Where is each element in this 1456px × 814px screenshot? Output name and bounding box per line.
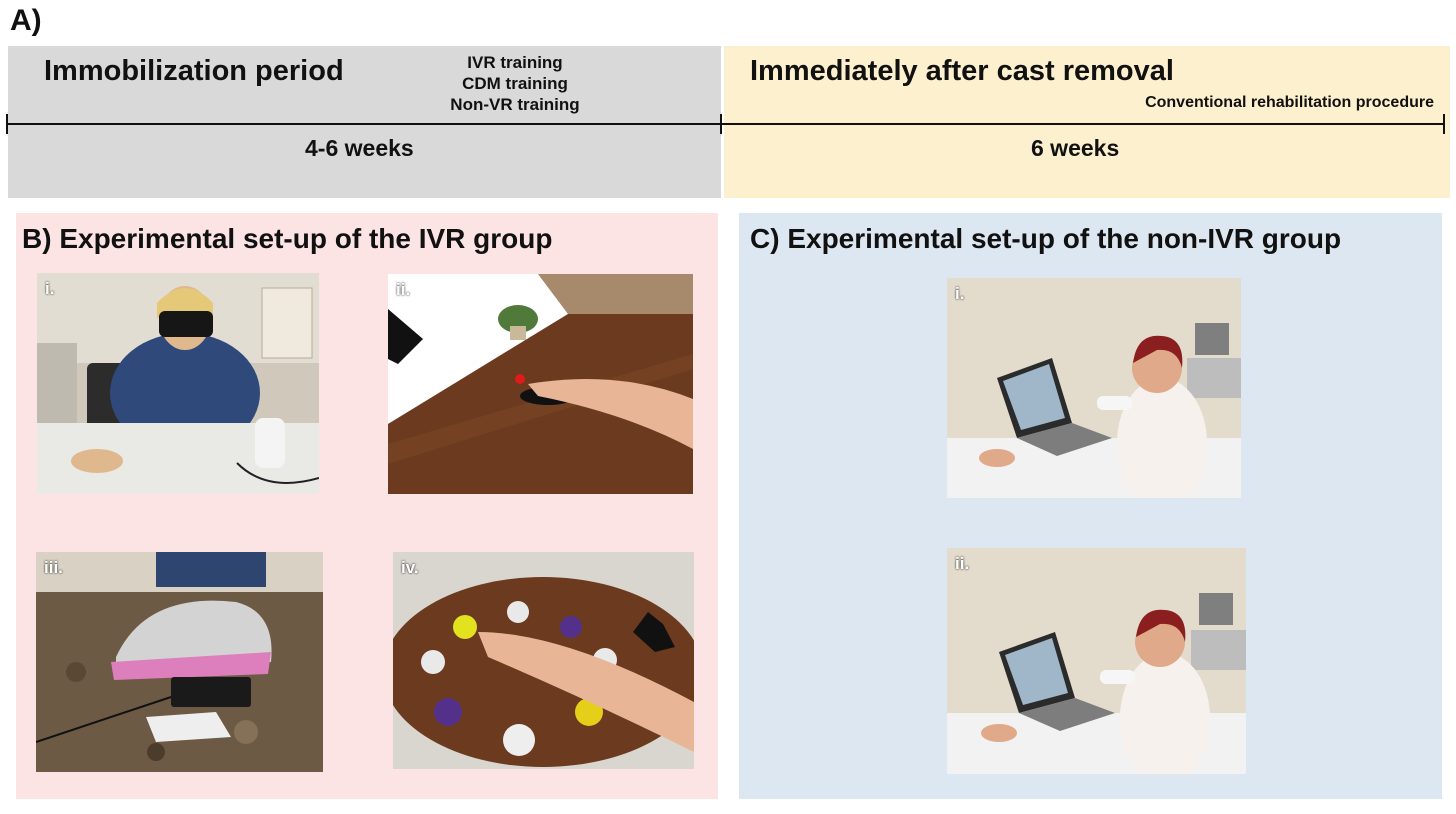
- photo-virtual-spheres-task: iv.: [393, 552, 694, 769]
- conventional-rehab-note: Conventional rehabilitation procedure: [1145, 94, 1434, 111]
- photo-b-ii-label: ii.: [396, 280, 411, 299]
- photo-b-iv-label: iv.: [401, 558, 419, 577]
- photo-foot-pedal: iii.: [36, 552, 323, 772]
- immobilization-title: Immobilization period: [44, 55, 344, 87]
- photo-laptop-training-1: i.: [947, 278, 1241, 498]
- training-item-cdm: CDM training: [462, 74, 568, 93]
- training-list: IVR training CDM training Non-VR trainin…: [420, 52, 610, 115]
- photo-c-i-label: i.: [955, 284, 965, 303]
- photo-c-ii-label: ii.: [955, 554, 970, 573]
- photo-b-iii-label: iii.: [44, 558, 63, 577]
- immobilization-duration: 4-6 weeks: [305, 135, 414, 161]
- panel-b-ivr-setup: B) Experimental set-up of the IVR group …: [16, 213, 718, 799]
- immobilization-band: [8, 46, 721, 198]
- panel-c-non-ivr-setup: C) Experimental set-up of the non-IVR gr…: [739, 213, 1442, 799]
- after-cast-duration: 6 weeks: [1031, 135, 1120, 161]
- photo-ivr-headset-user: i.: [37, 273, 319, 494]
- after-cast-title: Immediately after cast removal: [750, 55, 1174, 87]
- photo-virtual-arm-table: ii.: [388, 274, 693, 494]
- panel-a-label: A): [10, 4, 42, 37]
- after-cast-band: [724, 46, 1450, 198]
- training-item-non-vr: Non-VR training: [450, 95, 580, 114]
- photo-laptop-training-2: ii.: [947, 548, 1246, 774]
- training-item-ivr: IVR training: [467, 53, 563, 72]
- timeline-axis: [6, 114, 1445, 134]
- panel-b-title: B) Experimental set-up of the IVR group: [22, 223, 553, 254]
- panel-c-title: C) Experimental set-up of the non-IVR gr…: [750, 223, 1342, 254]
- photo-b-i-label: i.: [45, 279, 55, 298]
